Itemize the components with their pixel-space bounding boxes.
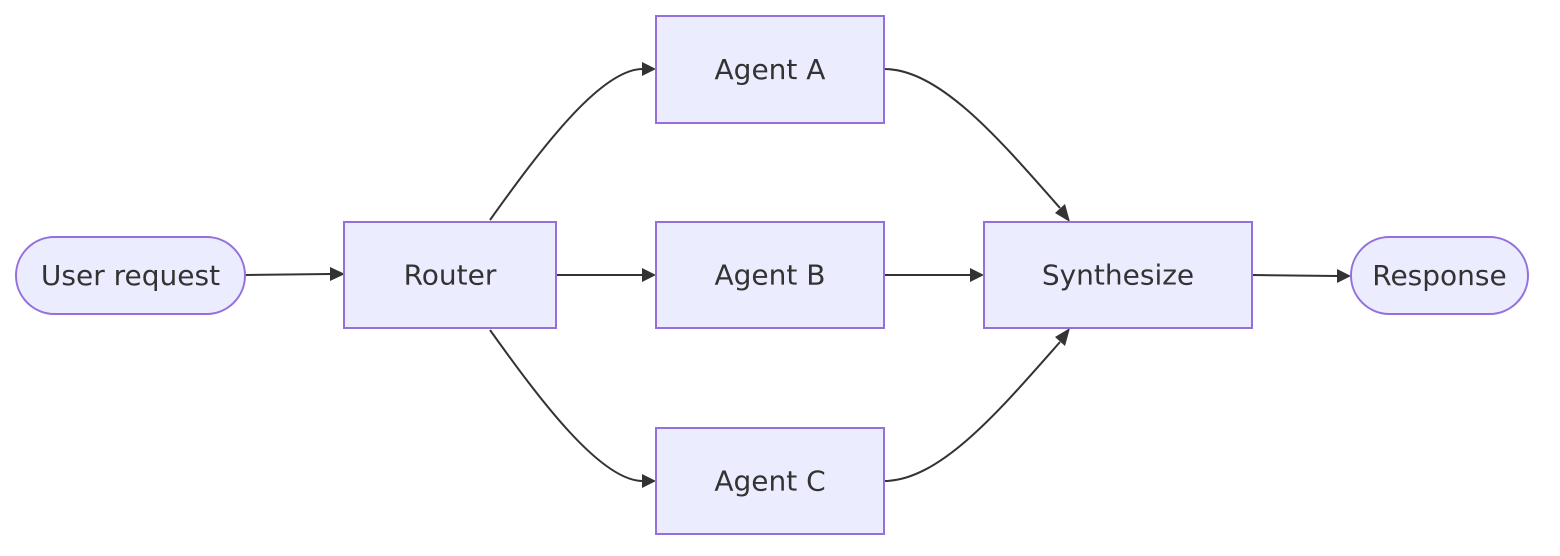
node-agent-a: Agent A xyxy=(655,15,885,124)
edge-user-request-to-router xyxy=(245,267,345,281)
node-user-request: User request xyxy=(15,236,246,315)
edge-router-to-agent-c xyxy=(489,329,656,488)
node-user-request-label: User request xyxy=(41,259,220,292)
node-agent-a-label: Agent A xyxy=(715,53,826,86)
edge-line xyxy=(883,341,1061,482)
nodes: User request Router Agent A Agent B Agen… xyxy=(15,15,1529,535)
arrowhead xyxy=(330,267,345,281)
edge-router-to-agent-a xyxy=(489,62,656,221)
node-agent-b: Agent B xyxy=(655,221,885,329)
node-router-label: Router xyxy=(404,259,497,292)
edge-router-to-agent-b xyxy=(556,268,656,282)
edge-synthesize-to-response xyxy=(1251,269,1351,283)
node-response-shape xyxy=(1350,236,1529,315)
node-response-label: Response xyxy=(1372,259,1506,292)
edge-line xyxy=(489,68,643,221)
edges xyxy=(245,62,1351,488)
arrowhead xyxy=(642,268,656,282)
node-synthesize: Synthesize xyxy=(983,221,1253,329)
edge-line xyxy=(489,329,643,482)
node-agent-c-shape xyxy=(655,427,885,535)
edge-agent-a-to-synthesize xyxy=(883,68,1070,222)
node-agent-c-label: Agent C xyxy=(714,465,825,498)
edge-agent-b-to-synthesize xyxy=(884,268,984,282)
node-agent-b-shape xyxy=(655,221,885,329)
arrowhead xyxy=(642,62,656,76)
arrowhead xyxy=(642,474,656,488)
node-synthesize-label: Synthesize xyxy=(1042,259,1194,292)
arrowhead xyxy=(970,268,984,282)
edge-agent-c-to-synthesize xyxy=(883,328,1070,482)
node-router: Router xyxy=(343,221,557,329)
node-router-shape xyxy=(343,221,557,329)
node-agent-a-shape xyxy=(655,15,885,124)
arrowhead xyxy=(1055,328,1070,346)
arrowhead xyxy=(1055,204,1070,222)
node-agent-b-label: Agent B xyxy=(715,259,826,292)
node-user-request-shape xyxy=(15,236,246,315)
node-response: Response xyxy=(1350,236,1529,315)
arrowhead xyxy=(1337,269,1351,283)
edge-line xyxy=(883,68,1061,209)
node-agent-c: Agent C xyxy=(655,427,885,535)
node-synthesize-shape xyxy=(983,221,1253,329)
edge-line xyxy=(1251,274,1338,277)
edge-line xyxy=(245,273,331,276)
